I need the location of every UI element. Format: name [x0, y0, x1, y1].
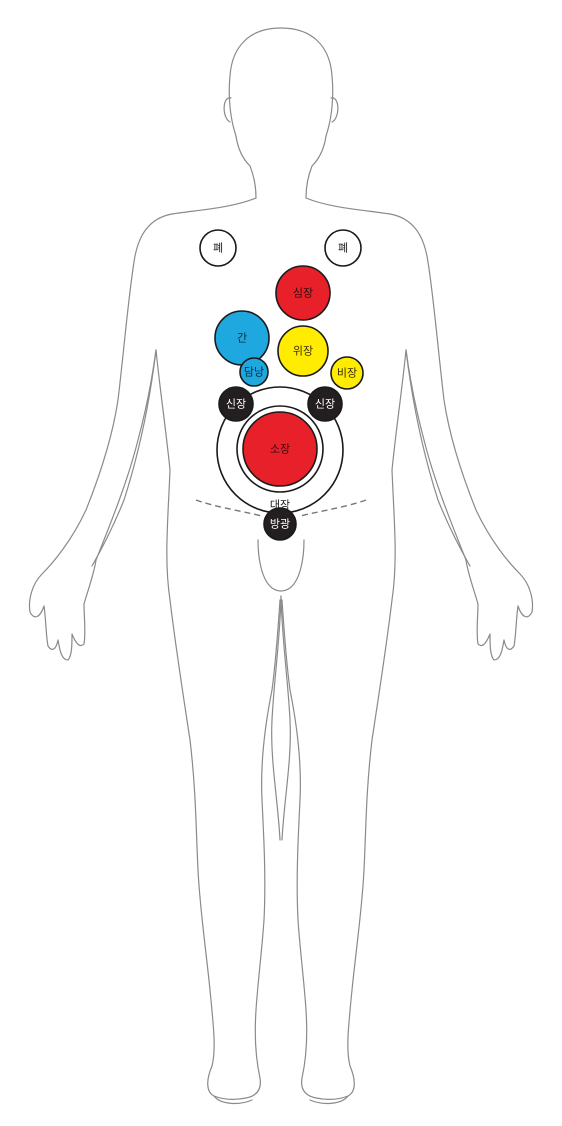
lung-right-label: 폐 [338, 242, 348, 255]
right-inner-arm [406, 350, 470, 566]
groin-outline [258, 540, 304, 591]
kidney-left-label: 신장 [226, 398, 246, 411]
body-outline [30, 28, 533, 1103]
stomach-label: 위장 [293, 345, 313, 358]
spleen-label: 비장 [337, 367, 357, 380]
head-outline [229, 28, 333, 198]
heart-label: 심장 [293, 287, 313, 300]
inner-leg-line [272, 596, 281, 840]
bladder-label: 방광 [270, 518, 290, 531]
lung-left-label: 폐 [213, 242, 223, 255]
gallbladder-label: 담낭 [244, 366, 264, 379]
left-inner-arm [92, 350, 156, 566]
liver-label: 간 [237, 332, 247, 345]
kidney-right-label: 신장 [315, 398, 335, 411]
small-intestine-label: 소장 [270, 443, 290, 456]
inner-leg-line-2 [281, 596, 290, 840]
